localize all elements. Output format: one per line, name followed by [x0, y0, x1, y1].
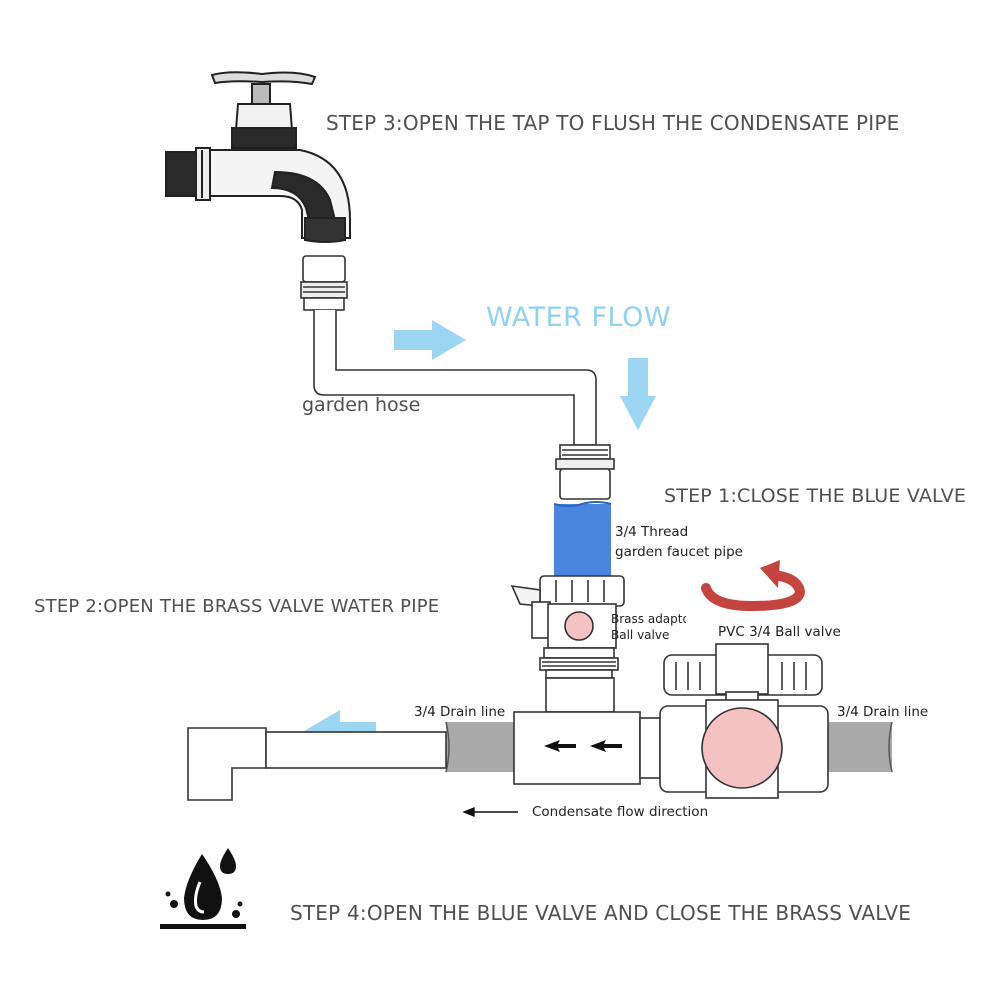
flow-arrow-right-icon — [394, 320, 466, 360]
hose-end-coupling-icon — [555, 444, 615, 500]
step-4-text: STEP 4:OPEN THE BLUE VALVE AND CLOSE THE… — [290, 901, 912, 925]
condensate-flow-label: Condensate flow direction — [532, 804, 709, 820]
blue-thread-pipe — [554, 504, 611, 586]
garden-hose-label: garden hose — [302, 394, 421, 416]
drain-line-left — [445, 721, 522, 773]
faucet-icon — [165, 71, 351, 243]
thread-pipe-label-1: 3/4 Thread — [615, 524, 689, 540]
drain-line-left-label: 3/4 Drain line — [414, 704, 506, 720]
thread-pipe-label-2: garden faucet pipe — [615, 544, 743, 560]
flow-direction-arrows-icon — [544, 740, 622, 752]
ball-valve-icon — [659, 643, 829, 799]
tee-fitting-icon — [513, 677, 661, 785]
brass-adaptor-label-2: Ball valve — [611, 628, 670, 642]
step-3-text: STEP 3:OPEN THE TAP TO FLUSH THE CONDENS… — [326, 111, 900, 135]
drain-line-right — [820, 721, 893, 773]
condensate-direction-arrow-icon — [462, 806, 518, 818]
elbow-fitting-icon — [187, 727, 447, 801]
brass-adaptor-label-1: Brass adaptor — [611, 612, 686, 626]
step-2-text: STEP 2:OPEN THE BRASS VALVE WATER PIPE — [34, 596, 440, 617]
brass-ball-valve-icon — [510, 575, 625, 679]
rotate-arrow-icon — [701, 560, 806, 612]
pvc-valve-label: PVC 3/4 Ball valve — [718, 624, 841, 640]
flow-arrow-down-icon — [620, 358, 656, 430]
hose-coupling-icon — [300, 255, 348, 311]
water-flow-title: WATER FLOW — [486, 302, 672, 333]
water-drops-icon — [160, 848, 246, 929]
step-1-text: STEP 1:CLOSE THE BLUE VALVE — [664, 485, 967, 507]
drain-line-right-label: 3/4 Drain line — [837, 704, 929, 720]
